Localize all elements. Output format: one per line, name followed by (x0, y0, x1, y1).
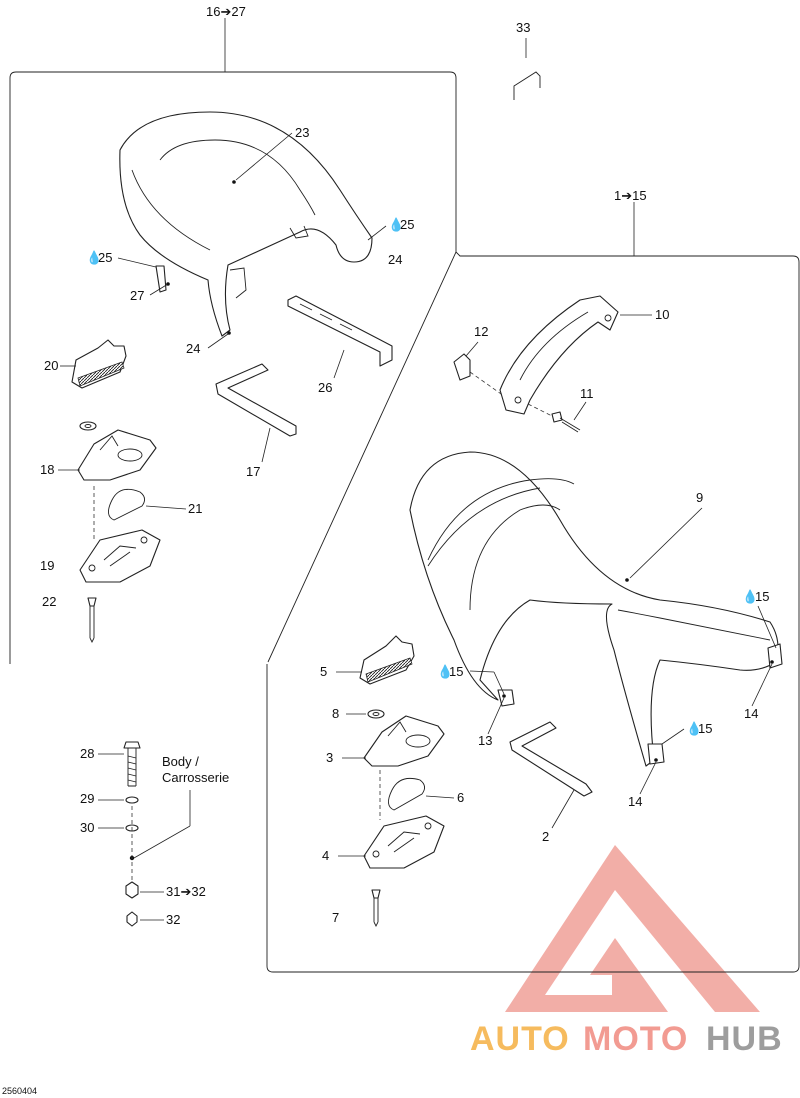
rod-17 (215, 363, 297, 437)
drop-15-upper: 💧 (742, 589, 758, 604)
washer-8 (367, 709, 385, 719)
callout-14-lower: 14 (628, 794, 642, 809)
callout-12: 12 (474, 324, 488, 339)
passenger-seat-23 (119, 111, 373, 337)
callout-23: 23 (295, 125, 309, 140)
grommet-12 (453, 353, 471, 381)
gasket-21 (108, 488, 145, 521)
callout-33: 33 (516, 20, 530, 35)
plate-19 (79, 529, 161, 583)
callout-21: 21 (188, 501, 202, 516)
callout-25-right: 25 (400, 217, 414, 232)
callout-18: 18 (40, 462, 54, 477)
bracket-26 (287, 295, 393, 367)
callout-28: 28 (80, 746, 94, 761)
callout-29: 29 (80, 791, 94, 806)
clip-33-shape (513, 71, 541, 100)
callout-27: 27 (130, 288, 144, 303)
callout-17: 17 (246, 464, 260, 479)
callout-7: 7 (332, 910, 339, 925)
callout-26: 26 (318, 380, 332, 395)
callout-25-left: 25 (98, 250, 112, 265)
nut-31 (125, 881, 139, 899)
callout-30: 30 (80, 820, 94, 835)
callout-19: 19 (40, 558, 54, 573)
rivet-22 (87, 597, 97, 644)
callout-4: 4 (322, 848, 329, 863)
callout-15-lower: 15 (698, 721, 712, 736)
callout-11: 11 (580, 386, 594, 401)
screw-11 (551, 411, 581, 433)
callout-32: 32 (166, 912, 180, 927)
watermark-text-hub: HUB (706, 1020, 783, 1058)
callout-8: 8 (332, 706, 339, 721)
callout-31-32: 31➔32 (166, 884, 206, 899)
callout-10: 10 (655, 307, 669, 322)
body-label-line2: Carrosserie (162, 770, 229, 785)
handle-10 (499, 295, 619, 415)
watermark-text-moto: MOTO (583, 1020, 688, 1058)
callout-22: 22 (42, 594, 56, 609)
base-18 (77, 429, 157, 481)
rod-2 (509, 721, 593, 797)
plate-4 (363, 815, 445, 869)
body-label-line1: Body / (162, 754, 199, 769)
watermark-triangle (505, 845, 760, 1012)
base-3 (363, 715, 445, 767)
callout-14-right: 14 (744, 706, 758, 721)
drop-25-right: 💧 (388, 217, 404, 232)
driver-seat-9 (409, 451, 783, 767)
callout-24-right: 24 (388, 252, 402, 267)
right-group-label: 1➔15 (614, 188, 647, 203)
nut-32 (126, 911, 138, 927)
latch-5 (359, 635, 415, 685)
rivet-7 (371, 889, 381, 928)
gasket-6 (388, 777, 425, 811)
right-group-frame (266, 251, 800, 973)
callout-9: 9 (696, 490, 703, 505)
callout-15-left: 15 (449, 664, 463, 679)
watermark-logo: AUTO MOTO HUB (470, 845, 783, 1058)
callout-6: 6 (457, 790, 464, 805)
callout-5: 5 (320, 664, 327, 679)
washer-29 (125, 796, 139, 804)
drop-15-left: 💧 (437, 664, 453, 679)
callout-3: 3 (326, 750, 333, 765)
latch-20 (71, 339, 127, 389)
callout-24-left: 24 (186, 341, 200, 356)
callout-13: 13 (478, 733, 492, 748)
left-group-frame (9, 71, 457, 664)
callout-20: 20 (44, 358, 58, 373)
drop-15-lower: 💧 (686, 721, 702, 736)
callout-2: 2 (542, 829, 549, 844)
bolt-28 (123, 741, 141, 787)
drawing-code: 2560404 (2, 1086, 37, 1096)
watermark-text-auto: AUTO (470, 1020, 570, 1058)
drop-25-left: 💧 (86, 250, 102, 265)
left-group-label: 16➔27 (206, 4, 246, 19)
callout-15-upper: 15 (755, 589, 769, 604)
